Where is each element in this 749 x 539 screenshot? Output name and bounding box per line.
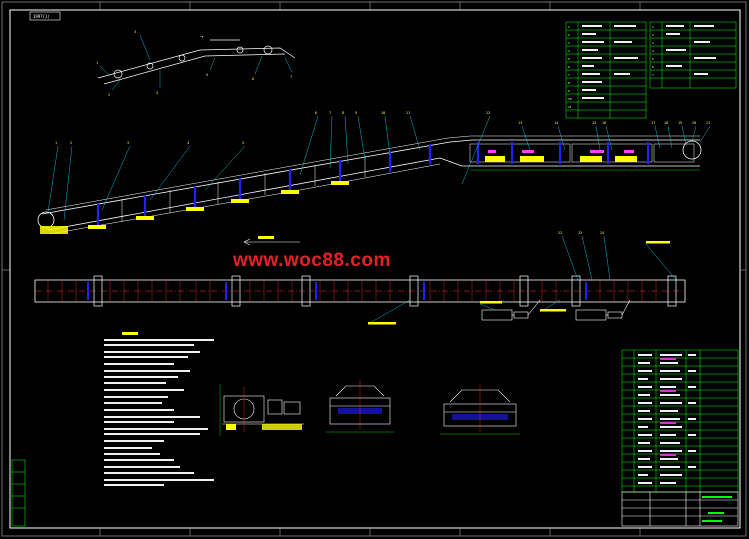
svg-text:7: 7 xyxy=(652,73,654,77)
elevation-view xyxy=(37,135,702,235)
plan-leaders xyxy=(367,235,677,325)
drawing-code-box xyxy=(29,11,61,21)
spec-table-fills xyxy=(582,25,716,99)
svg-text:24: 24 xyxy=(600,231,604,235)
svg-text:2: 2 xyxy=(108,93,110,97)
svg-text:→: → xyxy=(200,34,204,39)
svg-text:5: 5 xyxy=(652,57,654,61)
horizontal-supports xyxy=(485,156,637,162)
incline-base-plates xyxy=(88,181,349,229)
sketch-leaders xyxy=(99,34,293,91)
incline-supports xyxy=(96,144,432,225)
svg-text:5: 5 xyxy=(242,141,244,145)
elevation-leaders xyxy=(47,115,711,221)
svg-text:4: 4 xyxy=(187,141,189,145)
svg-text:7: 7 xyxy=(290,75,292,79)
plan-drive-units xyxy=(481,299,631,321)
detail-idler-section-2 xyxy=(440,384,520,435)
svg-text:3: 3 xyxy=(127,141,129,145)
spec-table-left xyxy=(565,21,647,119)
svg-text:7: 7 xyxy=(329,111,331,115)
svg-text:7: 7 xyxy=(568,73,570,77)
svg-text:17: 17 xyxy=(651,121,655,125)
plan-direction-arrow xyxy=(243,236,300,246)
plan-view xyxy=(34,275,686,321)
svg-text:8: 8 xyxy=(342,111,344,115)
svg-text:6: 6 xyxy=(652,65,654,69)
title-block-fills xyxy=(702,496,732,522)
svg-text:6: 6 xyxy=(252,77,254,81)
frame-lower-line xyxy=(49,163,441,235)
technical-notes xyxy=(104,332,214,486)
head-pulley xyxy=(682,140,702,160)
svg-text:12: 12 xyxy=(486,111,490,115)
svg-text:23: 23 xyxy=(578,231,582,235)
inner-frame xyxy=(9,9,741,529)
drawing-code: 1997(1) xyxy=(33,14,50,19)
svg-text:4: 4 xyxy=(568,49,570,53)
svg-text:2: 2 xyxy=(70,141,72,145)
plan-blue-marks xyxy=(87,282,587,300)
belt-carry-line xyxy=(45,135,700,211)
svg-text:3: 3 xyxy=(652,41,654,45)
svg-text:21: 21 xyxy=(706,121,710,125)
svg-text:14: 14 xyxy=(554,121,558,125)
svg-text:20: 20 xyxy=(692,121,696,125)
svg-text:18: 18 xyxy=(664,121,668,125)
title-block xyxy=(621,491,739,527)
perspective-sketch: → xyxy=(97,34,296,85)
parts-list-fills xyxy=(638,354,696,484)
plan-idler-lines xyxy=(47,280,657,302)
svg-text:1: 1 xyxy=(96,61,98,65)
detail-idler-section-1 xyxy=(326,380,394,433)
svg-text:16: 16 xyxy=(602,121,606,125)
spec-table-right xyxy=(649,21,737,89)
svg-text:6: 6 xyxy=(568,65,570,69)
svg-text:1: 1 xyxy=(568,25,570,29)
svg-text:9: 9 xyxy=(355,111,357,115)
svg-text:6: 6 xyxy=(315,111,317,115)
idler-marks xyxy=(488,150,634,153)
svg-text:11: 11 xyxy=(406,111,410,115)
parts-highlights xyxy=(660,358,676,456)
svg-text:5: 5 xyxy=(568,57,570,61)
incline-frame-posts xyxy=(121,156,366,222)
plan-supports xyxy=(93,275,677,307)
svg-text:22: 22 xyxy=(558,231,562,235)
svg-text:4: 4 xyxy=(652,49,654,53)
sketch-labels: 1 2 3 4 5 6 7 xyxy=(96,30,292,97)
tail-pulley xyxy=(37,211,55,229)
belt-upper-line xyxy=(41,139,700,215)
plan-balloons: 22 23 24 xyxy=(558,231,604,235)
plan-callout-bars xyxy=(368,241,670,325)
left-revision-strip xyxy=(11,459,26,527)
svg-text:13: 13 xyxy=(518,121,522,125)
svg-text:15: 15 xyxy=(592,121,596,125)
horizontal-posts xyxy=(476,142,650,164)
svg-text:19: 19 xyxy=(678,121,682,125)
watermark-text: www.woc88.com xyxy=(233,250,391,271)
svg-text:9: 9 xyxy=(568,89,570,93)
svg-text:8: 8 xyxy=(568,81,570,85)
svg-text:10: 10 xyxy=(568,97,572,101)
belt-return-line xyxy=(47,157,700,231)
svg-text:2: 2 xyxy=(568,33,570,37)
svg-text:5: 5 xyxy=(206,73,208,77)
svg-text:2: 2 xyxy=(652,33,654,37)
svg-text:3: 3 xyxy=(568,41,570,45)
svg-text:3: 3 xyxy=(134,30,136,34)
tail-base xyxy=(40,226,68,234)
svg-text:1: 1 xyxy=(652,25,654,29)
svg-text:10: 10 xyxy=(381,111,385,115)
svg-text:4: 4 xyxy=(156,91,158,95)
svg-text:11: 11 xyxy=(568,105,572,109)
svg-text:1: 1 xyxy=(55,141,57,145)
detail-drive-assembly xyxy=(219,384,304,436)
